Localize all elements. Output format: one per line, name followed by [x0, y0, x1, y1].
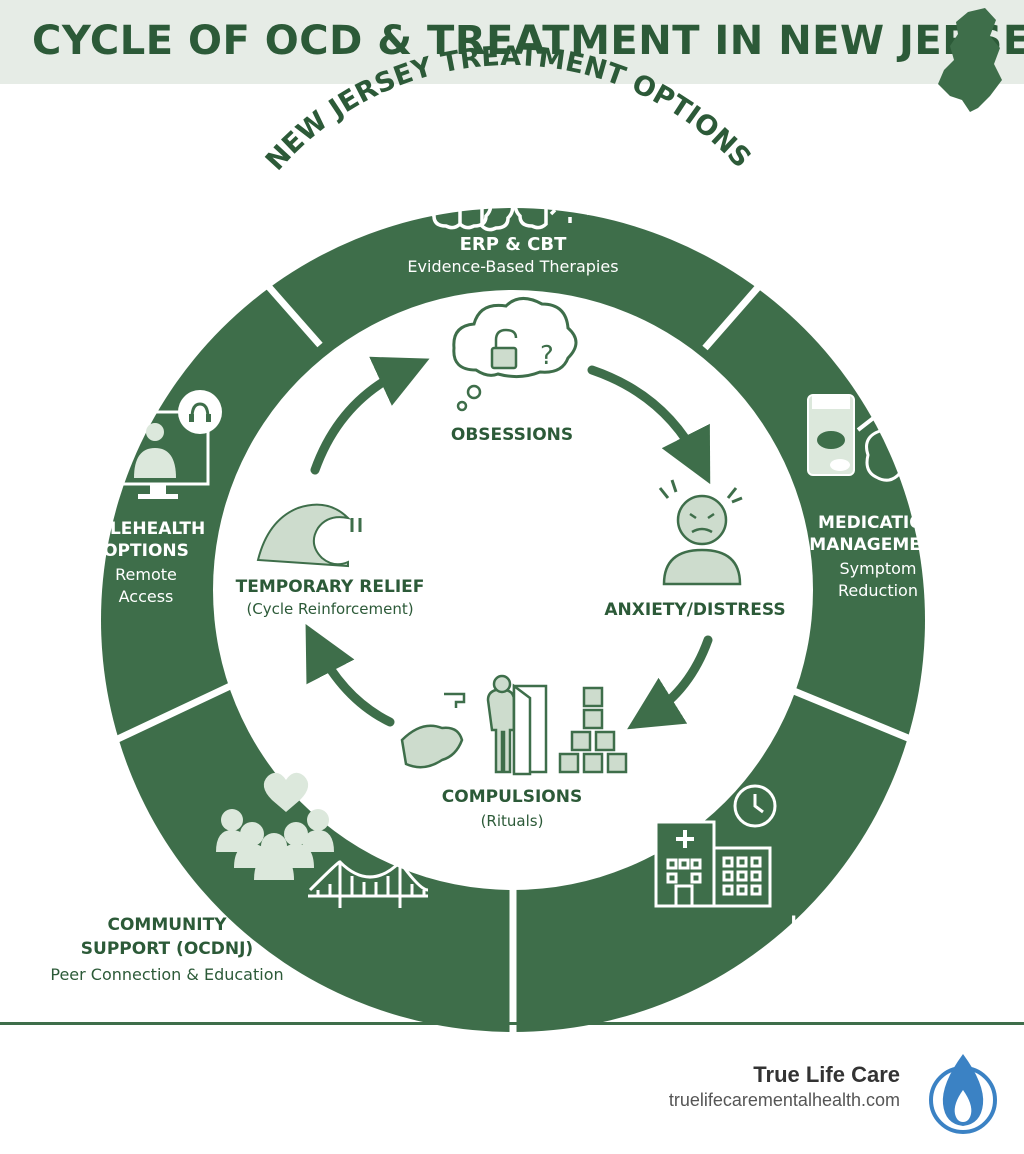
compulsions-icon [400, 674, 628, 776]
cycle-obsessions: OBSESSIONS [451, 425, 573, 445]
cycle-anxiety: ANXIETY/DISTRESS [604, 600, 785, 620]
brand-name: True Life Care [753, 1062, 900, 1087]
brand-block: True Life Care truelifecarementalhealth.… [669, 1062, 900, 1111]
brand-logo-icon [929, 1054, 997, 1134]
cycle-compulsions: COMPULSIONS [442, 787, 582, 807]
group-bridge-icon [216, 772, 429, 908]
cycle-compulsions-sub: (Rituals) [481, 812, 544, 830]
ring-title: NEW JERSEY TREATMENT OPTIONS [260, 41, 757, 177]
new-jersey-map-icon [938, 8, 1002, 112]
thought-cloud-lock-icon: ? [452, 297, 578, 412]
brain-gear-icon [427, 165, 598, 232]
treatment-3-name: IOP & PHP [790, 913, 889, 933]
anxious-person-icon [658, 479, 743, 586]
lightning-bolt-icon [498, 150, 518, 198]
footer-divider [0, 1022, 1024, 1025]
cycle-relief-sub: (Cycle Reinforcement) [246, 600, 413, 618]
header-band [0, 0, 1024, 84]
pill-bottle-brain-icon [807, 392, 927, 482]
svg-text:?: ? [540, 341, 554, 371]
ring-separators [103, 242, 927, 1035]
treatment-1-name: ERP & CBT [460, 234, 568, 255]
cycle-arrows [305, 356, 713, 730]
wave-icon [256, 503, 362, 568]
treatment-1-desc: Evidence-Based Therapies [407, 257, 618, 276]
hospital-clock-icon [654, 784, 777, 908]
cycle-relief: TEMPORARY RELIEF [236, 577, 425, 597]
brand-url: truelifecarementalhealth.com [668, 1090, 900, 1110]
page-title: CYCLE OF OCD & TREATMENT IN NEW JERSEY [32, 18, 1024, 64]
treatment-4-desc: Peer Connection & Education [50, 965, 283, 984]
monitor-doctor-icon [106, 390, 222, 499]
